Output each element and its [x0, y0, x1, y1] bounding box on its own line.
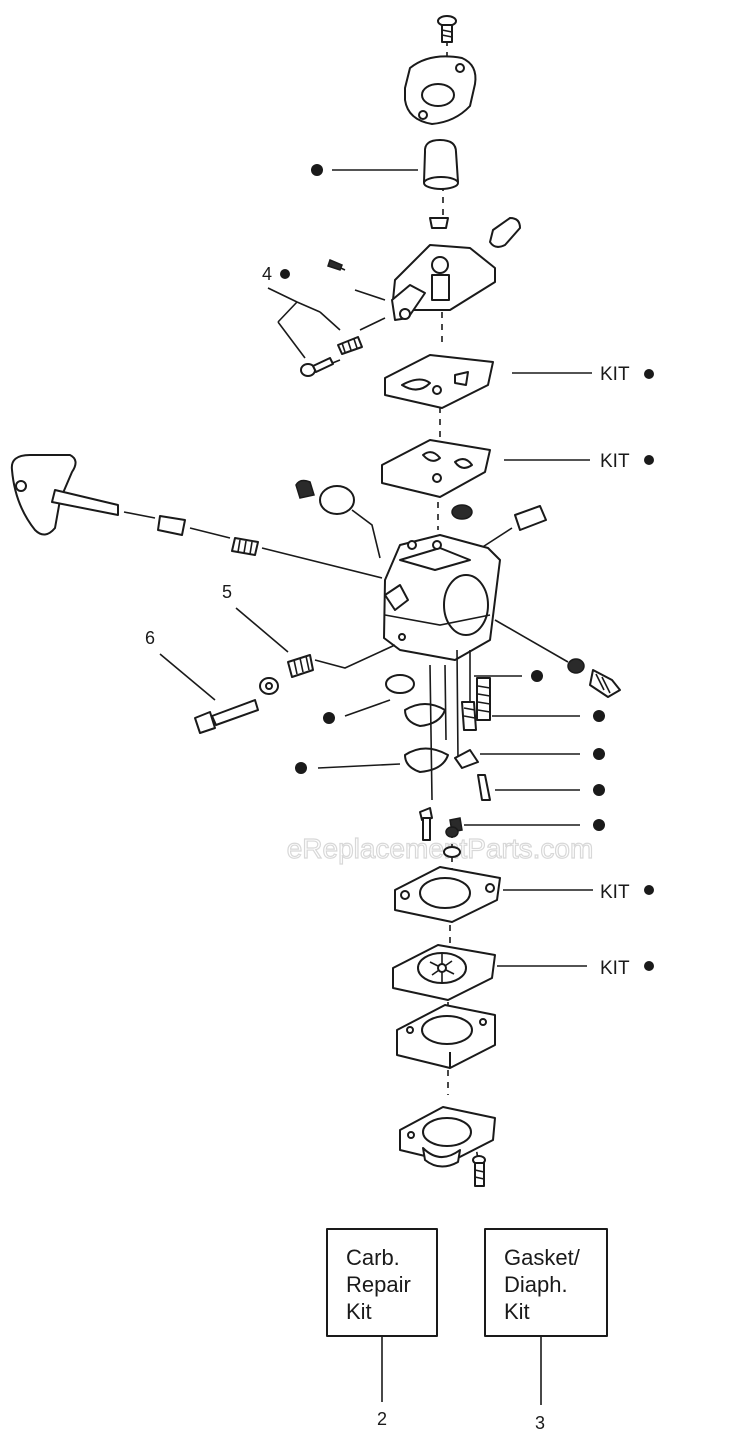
bullet-dot	[644, 885, 654, 895]
bullet-dot	[593, 784, 605, 796]
kit-gasket-3: KIT	[394, 866, 654, 923]
metering-components	[295, 649, 605, 841]
ref-number-3: 3	[535, 1413, 545, 1433]
kit-box-line: Repair	[346, 1272, 411, 1297]
bottom-cover	[399, 1106, 496, 1168]
bullet-dot	[311, 164, 323, 176]
kit-box-carb-repair: Carb. Repair Kit 2	[326, 1228, 438, 1429]
inlet-needle-parts	[443, 826, 461, 858]
throttle-lever	[10, 454, 231, 539]
bullet-dot	[593, 819, 605, 831]
top-screw	[437, 15, 457, 43]
fuel-pump-cover	[404, 55, 477, 125]
primer-bulb	[311, 139, 459, 190]
bullet-dot	[644, 455, 654, 465]
bullet-dot	[593, 710, 605, 722]
kit-label: KIT	[600, 882, 630, 903]
bullet-dot	[531, 670, 543, 682]
metering-cover	[396, 1004, 496, 1069]
carburetor-body	[383, 534, 501, 661]
ref-number-5: 5	[222, 582, 232, 602]
assembly-axis	[437, 40, 479, 1161]
bottom-screw	[472, 1155, 486, 1187]
kit-gasket-1: KIT	[384, 354, 654, 409]
bullet-dot	[644, 961, 654, 971]
watermark: eReplacementParts.com	[287, 833, 594, 864]
kit-label: KIT	[600, 451, 630, 472]
bullet-dot	[280, 269, 290, 279]
ref-number-6: 6	[145, 628, 155, 648]
ref-number-4: 4	[262, 264, 272, 284]
kit-gasket-2: KIT	[381, 439, 654, 498]
throttle-spring	[231, 537, 383, 579]
throttle-plate-screw	[295, 479, 381, 559]
kit-label: KIT	[600, 958, 630, 979]
kit-box-line: Gasket/	[504, 1245, 581, 1270]
pump-body	[391, 244, 496, 321]
kit-box-gasket-diaph: Gasket/ Diaph. Kit 3	[484, 1228, 608, 1433]
bullet-dot	[644, 369, 654, 379]
inlet-fitting	[494, 619, 621, 698]
elbow-fitting	[489, 217, 521, 248]
bullet-dot	[323, 712, 335, 724]
kit-box-line: Kit	[346, 1299, 372, 1324]
adjusting-screw-6: 6	[145, 628, 279, 734]
kit-box-line: Kit	[504, 1299, 530, 1324]
small-check-valve	[429, 217, 449, 229]
kit-box-line: Carb.	[346, 1245, 400, 1270]
bullet-dot	[295, 762, 307, 774]
kit-box-line: Diaph.	[504, 1272, 568, 1297]
bullet-dot	[593, 748, 605, 760]
kit-label: KIT	[600, 364, 630, 385]
ref-number-2: 2	[377, 1409, 387, 1429]
kit-diaphragm: KIT	[392, 944, 654, 1001]
adjusting-screw-5: 5	[222, 582, 396, 678]
adjusting-screw-set-4: 4	[262, 258, 386, 377]
